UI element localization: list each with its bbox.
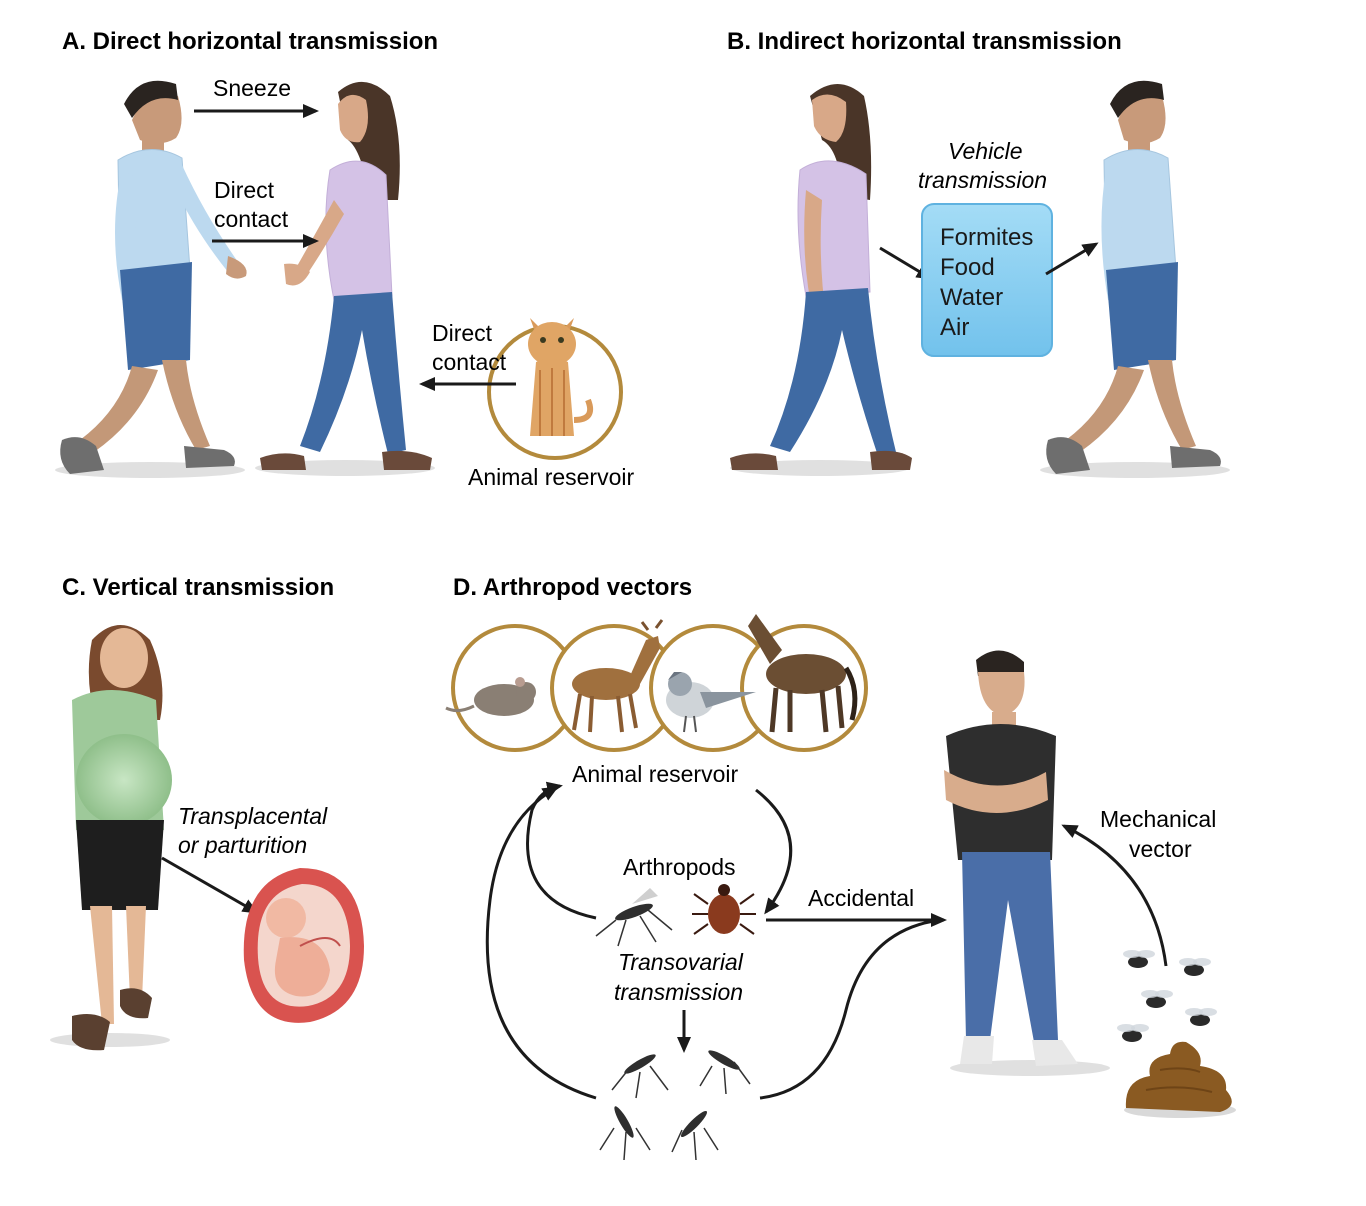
fly-icon [1141, 990, 1173, 1008]
panel-d-title: D. Arthropod vectors [453, 574, 692, 601]
arthropods-to-reservoir-arrow [526, 781, 597, 920]
transovarial-label-line2: transmission [614, 979, 743, 1005]
man-figure-icon [944, 650, 1110, 1076]
woman-figure-icon [730, 84, 912, 476]
deer-icon [572, 619, 664, 733]
animal-contact-label-line2: contact [432, 349, 507, 375]
mechanical-label-line2: vector [1129, 836, 1192, 862]
fetus-icon [243, 868, 364, 1023]
fly-group [1117, 950, 1217, 1042]
man-figure-icon [55, 80, 247, 478]
panel-b: B. Indirect horizontal transmission Vehi… [727, 28, 1230, 478]
vehicle-food: Food [940, 254, 995, 281]
panel-a: A. Direct horizontal transmission [55, 28, 634, 490]
animal-contact-label-line1: Direct [432, 320, 493, 346]
fly-icon [1179, 958, 1211, 976]
mechanical-label-line1: Mechanical [1100, 806, 1216, 832]
transovarial-label-line1: Transovarial [618, 949, 744, 975]
fly-icon [1117, 1024, 1149, 1042]
mouse-icon [445, 677, 536, 716]
vehicle-label-line1: Vehicle [948, 138, 1023, 164]
transplacental-label-line2: or parturition [178, 832, 307, 858]
vehicle-label-line2: transmission [918, 167, 1047, 193]
panel-c-title: C. Vertical transmission [62, 574, 334, 601]
woman-figure-icon [255, 81, 435, 476]
larvae-to-reservoir-arrow [485, 786, 597, 1100]
vehicle-box [921, 203, 1053, 357]
from-vehicle-arrow [1045, 242, 1099, 276]
feces-icon [1124, 1041, 1236, 1118]
horse-icon [748, 614, 858, 733]
cat-icon [528, 318, 594, 436]
larvae-to-human-arrow [759, 918, 941, 1100]
tick-icon [692, 884, 756, 935]
mosquito-icon [595, 888, 673, 947]
panel-d: D. Arthropod vectors [445, 574, 1236, 1161]
panel-c: C. Vertical transmission Transplacental … [50, 574, 364, 1051]
fly-icon [1185, 1008, 1217, 1026]
vertical-arrow [161, 856, 259, 914]
arthropods-label: Arthropods [623, 854, 736, 880]
mechanical-vector-arrow [1061, 824, 1168, 967]
mosquito-icon [699, 1050, 751, 1095]
mosquito-icon [611, 1054, 669, 1099]
man-figure-icon [1040, 80, 1230, 478]
d-animal-reservoir-label: Animal reservoir [572, 761, 738, 787]
direct-contact-label-line2: contact [214, 206, 289, 232]
vehicle-formites: Formites [940, 224, 1033, 251]
fly-icon [1123, 950, 1155, 968]
sneeze-label: Sneeze [213, 75, 291, 101]
transplacental-label-line1: Transplacental [178, 803, 328, 829]
bird-icon [666, 672, 756, 733]
panel-b-title: B. Indirect horizontal transmission [727, 28, 1122, 55]
animal-reservoir-label: Animal reservoir [468, 464, 634, 490]
accidental-label: Accidental [808, 885, 914, 911]
direct-contact-label-line1: Direct [214, 177, 275, 203]
reservoir-to-arthropods-arrow [755, 788, 793, 915]
pregnant-woman-icon [50, 625, 172, 1051]
mosquito-icon [599, 1106, 651, 1161]
mosquito-icon [671, 1110, 719, 1161]
mosquito-group [599, 1050, 751, 1161]
vehicle-water: Water [940, 284, 1003, 311]
vehicle-air: Air [940, 314, 969, 341]
panel-a-title: A. Direct horizontal transmission [62, 28, 438, 55]
